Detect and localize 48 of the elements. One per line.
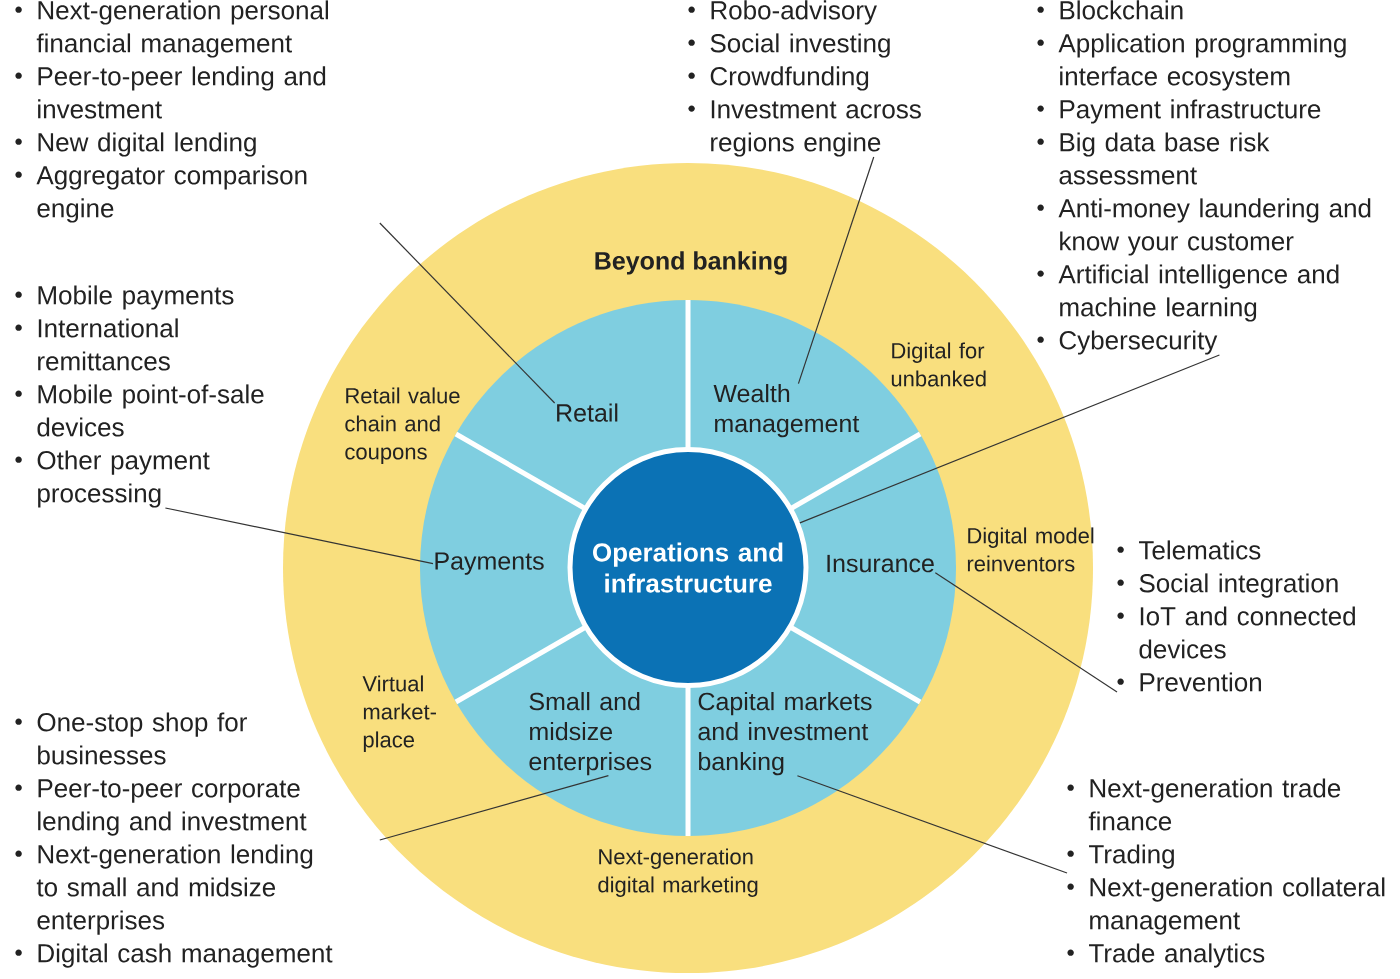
list-item: Aggregator comparison engine [15, 165, 307, 223]
ring-heading: Beyond banking [595, 251, 787, 275]
list-item: International remittances [15, 318, 178, 371]
list-item: Mobile payments [15, 285, 234, 310]
list-item: Cybersecurity [1037, 330, 1218, 355]
list-item: Prevention [1117, 672, 1261, 692]
list-item: Telematics [1117, 540, 1261, 560]
leader-line [797, 156, 875, 385]
leader-line [379, 222, 556, 404]
list-item: Peer-to-peer corporate lending and investment [15, 779, 307, 836]
segment-label: Small and midsize enterprises [529, 692, 652, 776]
list-item: Crowdfunding [688, 66, 869, 91]
list-item: Social investing [688, 33, 890, 58]
list-item: Next-generation trade finance [1067, 778, 1341, 831]
ring-label: Retail value chain and coupons [345, 387, 460, 464]
leader-line [796, 775, 1068, 874]
leader-line [934, 572, 1118, 693]
list-item: Application programming interface ecosystem [1037, 33, 1346, 91]
segment-label: Capital markets and investment banking [698, 692, 872, 776]
list-item: Social integration [1117, 573, 1338, 598]
list-item: Next-generation lending to small and midsize enterprises [15, 844, 313, 935]
leader-line [799, 354, 1220, 524]
ring-label: Digital for unbanked [891, 342, 986, 387]
ring-label: Next-generation digital marketing [598, 848, 758, 897]
segment-label: Payments [435, 552, 544, 575]
list-item: Artificial intelligence and machine learning [1037, 264, 1339, 322]
leader-line [164, 507, 434, 565]
list-item: Next-generation personal financial management [15, 0, 328, 58]
segment-label: Retail [557, 403, 618, 422]
segment-label: Insurance [827, 554, 934, 573]
list-item: Digital cash management [15, 943, 333, 968]
list-item: Peer-to-peer lending and investment [15, 66, 326, 119]
segment-label: Wealth management [713, 384, 860, 438]
ring-label: Virtual market-place [362, 675, 436, 752]
list-item: Anti-money laundering and know your customer [1037, 198, 1371, 256]
list-item: Investment across regions engine [688, 100, 921, 157]
list-item: Mobile point-of-sale devices [15, 384, 264, 437]
list-item: New digital lending [15, 132, 256, 157]
list-item: Other payment processing [15, 450, 210, 508]
list-item: Payment infrastructure [1037, 99, 1321, 124]
list-item: One-stop shop for businesses [15, 712, 247, 765]
list-item: Robo-advisory [688, 0, 877, 25]
list-item: Big data base risk assessment [1037, 132, 1270, 185]
list-item: Trade analytics [1067, 943, 1265, 968]
list-item: Blockchain [1037, 0, 1183, 20]
list-item: Next-generation collateral management [1067, 877, 1385, 935]
list-item: Trading [1067, 844, 1174, 869]
list-item: IoT and connected devices [1117, 606, 1355, 659]
